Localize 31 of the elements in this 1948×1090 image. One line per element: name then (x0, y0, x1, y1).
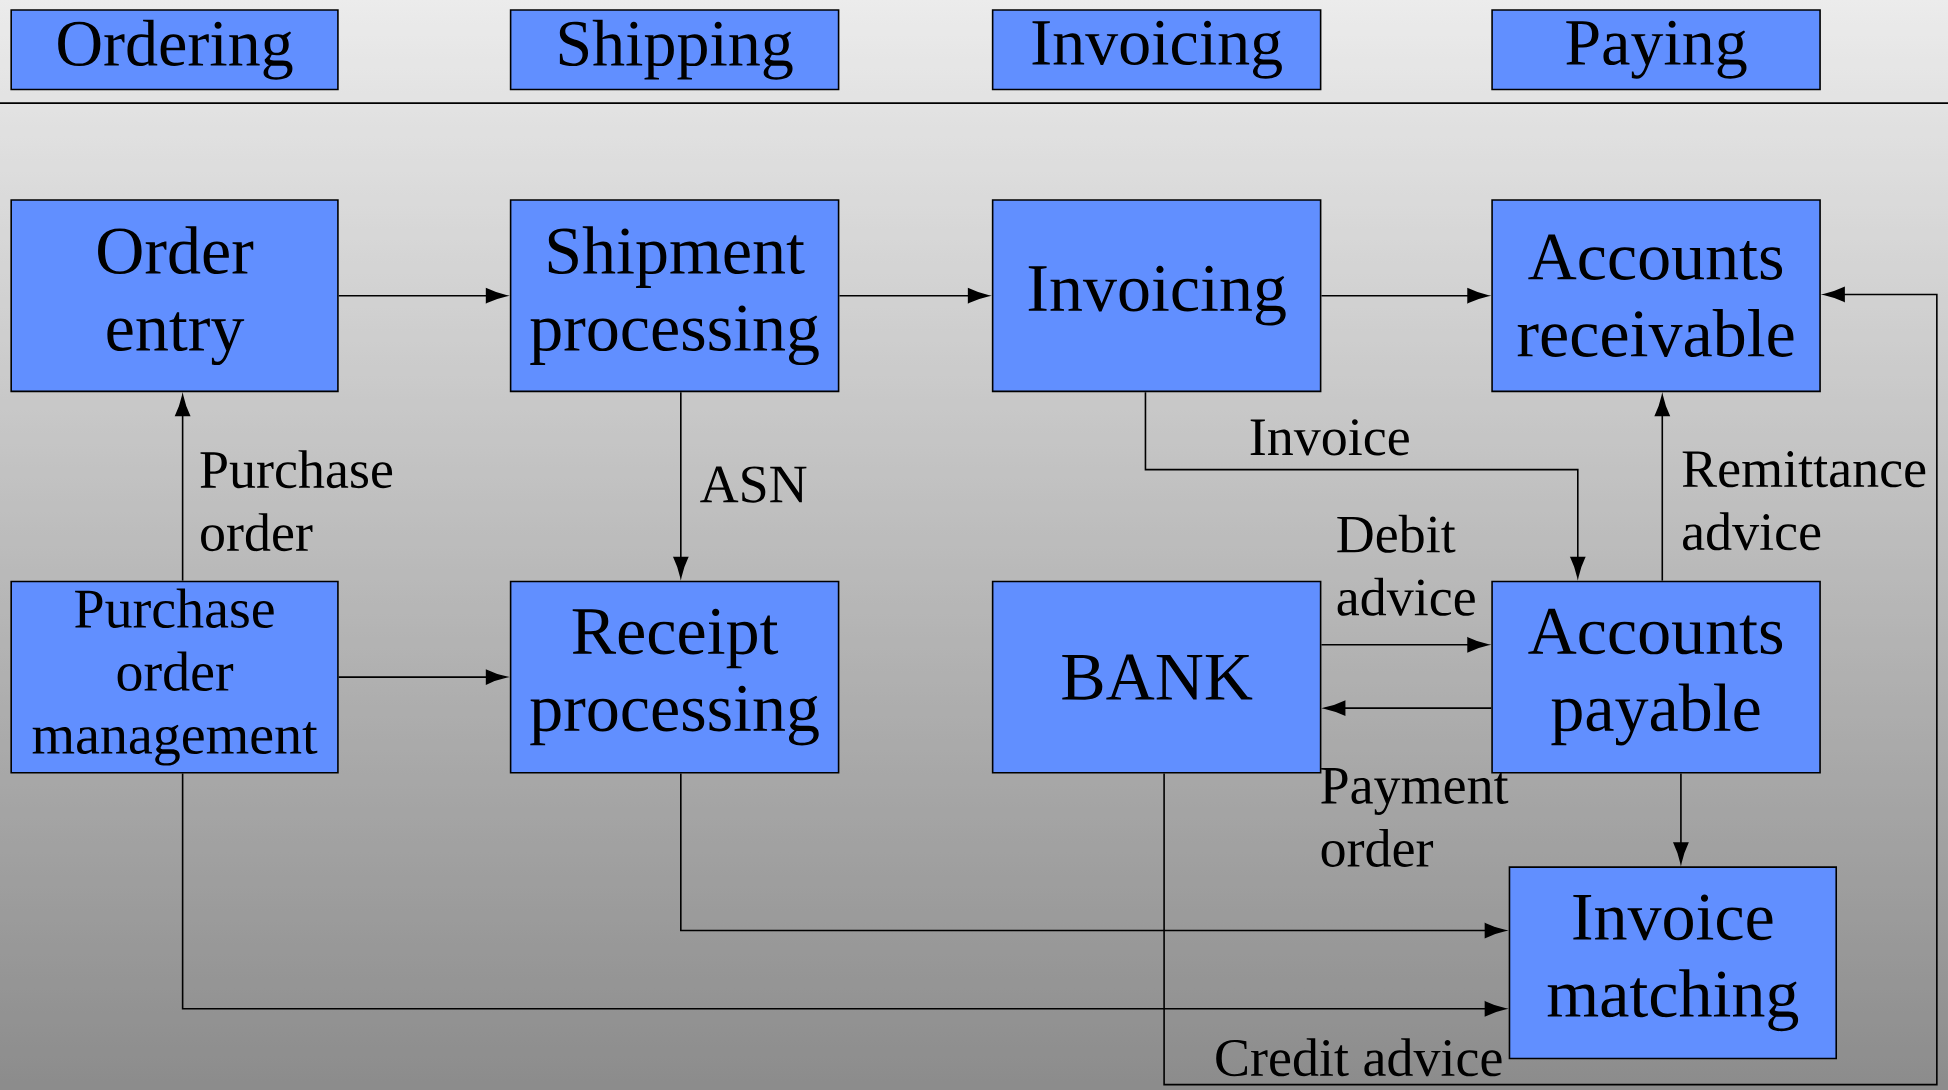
arrow (1320, 288, 1489, 304)
arrow (175, 395, 191, 582)
arrow (838, 288, 989, 304)
arrow (337, 669, 507, 685)
edge-label: Debit advice (1337, 514, 1475, 616)
column-header: Invoicing (991, 9, 1322, 91)
edge-label: Credit advice (1216, 1038, 1502, 1077)
process-box: Invoice matching (1508, 866, 1837, 1060)
process-box: Shipment processing (509, 199, 840, 393)
arrow (1320, 637, 1489, 653)
process-box: Accounts receivable (1491, 199, 1821, 393)
process-box: Purchase order management (10, 580, 339, 774)
process-box: Order entry (10, 199, 339, 393)
edge-label: Purchase order (200, 450, 393, 552)
arrow (673, 391, 689, 578)
arrow (1163, 286, 1938, 1086)
column-header: Paying (1491, 9, 1821, 91)
process-box: Receipt processing (509, 580, 840, 774)
column-header: Ordering (10, 9, 339, 91)
edge-label: Remittance advice (1682, 451, 1926, 551)
process-box: Invoicing (991, 199, 1322, 393)
column-header: Shipping (509, 9, 840, 91)
process-box: Accounts payable (1491, 580, 1821, 774)
arrow (1673, 772, 1689, 864)
arrow (1654, 395, 1670, 582)
arrow (1324, 700, 1493, 716)
arrow (1144, 391, 1586, 578)
process-box: BANK (991, 580, 1322, 774)
arrow (337, 288, 507, 304)
edge-label: ASN (700, 466, 807, 503)
edge-label: Invoice (1250, 419, 1409, 456)
